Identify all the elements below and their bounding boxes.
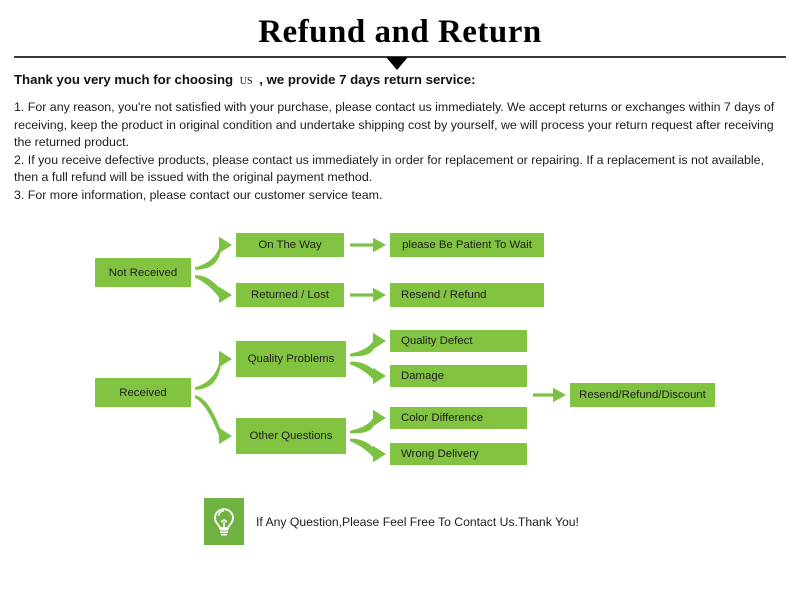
flow-node-label: please Be Patient To Wait (402, 239, 532, 251)
flow-arrow-returned-lost-to-resend-refund (350, 287, 386, 303)
flow-node-quality-problems: Quality Problems (236, 341, 346, 377)
intro-emphasis: us (239, 73, 253, 88)
policy-paragraph-1: 1. For any reason, you're not satisfied … (14, 100, 775, 150)
policy-paragraph-3: 3. For more information, please contact … (14, 187, 383, 202)
flow-node-label: Resend / Refund (401, 289, 487, 301)
flow-node-label: Returned / Lost (251, 289, 329, 301)
flow-node-label: Not Received (108, 266, 178, 279)
flow-node-label: Resend/Refund/Discount (579, 389, 706, 401)
flow-node-not-received: Not Received (95, 258, 191, 287)
policy-paragraph-2: 2. If you receive defective products, pl… (14, 152, 765, 185)
flow-arrow-other-questions-to-wrong-delivery (350, 438, 386, 463)
intro-suffix: , we provide 7 days return service: (259, 72, 476, 87)
flow-node-label: Other Questions (249, 430, 333, 442)
policy-paragraphs: 1. For any reason, you're not satisfied … (14, 99, 789, 205)
intro-prefix: Thank you very much for choosing (14, 72, 234, 87)
flow-node-resend-refund-discount: Resend/Refund/Discount (570, 383, 715, 407)
flow-node-label: On The Way (258, 239, 322, 251)
flow-node-label: Wrong Delivery (401, 448, 479, 460)
flow-arrow-other-questions-to-color-difference (350, 409, 386, 434)
contact-note: If Any Question,Please Feel Free To Cont… (204, 498, 579, 545)
flow-node-label: Quality Problems (247, 353, 335, 365)
flow-node-quality-defect: Quality Defect (390, 330, 527, 352)
flow-arrow-quality-problems-to-damage (350, 361, 386, 385)
flow-node-other-questions: Other Questions (236, 418, 346, 454)
flow-arrow-damage-to-resend-refund-discount (533, 387, 566, 403)
contact-note-text: If Any Question,Please Feel Free To Cont… (256, 514, 579, 529)
flow-node-wrong-delivery: Wrong Delivery (390, 443, 527, 465)
flow-node-color-difference: Color Difference (390, 407, 527, 429)
flow-arrow-not-received-to-on-the-way (195, 236, 232, 270)
flow-node-label: Received (119, 386, 167, 399)
flow-node-label: Quality Defect (401, 335, 473, 347)
flow-node-resend-refund: Resend / Refund (390, 283, 544, 307)
flow-arrow-quality-problems-to-quality-defect (350, 332, 386, 357)
flow-node-returned-lost: Returned / Lost (236, 283, 344, 307)
caret-down-icon (386, 57, 408, 70)
flow-node-be-patient: please Be Patient To Wait (390, 233, 544, 257)
flow-node-label: Damage (401, 370, 445, 382)
flow-arrow-received-to-other-questions (195, 395, 232, 445)
flow-node-on-the-way: On The Way (236, 233, 344, 257)
flow-arrow-received-to-quality-problems (195, 350, 232, 390)
intro-line: Thank you very much for choosing us , we… (14, 72, 784, 89)
lightbulb-icon (204, 498, 244, 545)
flow-node-damage: Damage (390, 365, 527, 387)
page-title: Refund and Return (258, 14, 542, 50)
flow-node-label: Color Difference (401, 412, 484, 424)
flow-node-received: Received (95, 378, 191, 407)
flow-arrow-on-the-way-to-be-patient (350, 237, 386, 253)
flow-arrow-not-received-to-returned-lost (195, 275, 232, 304)
